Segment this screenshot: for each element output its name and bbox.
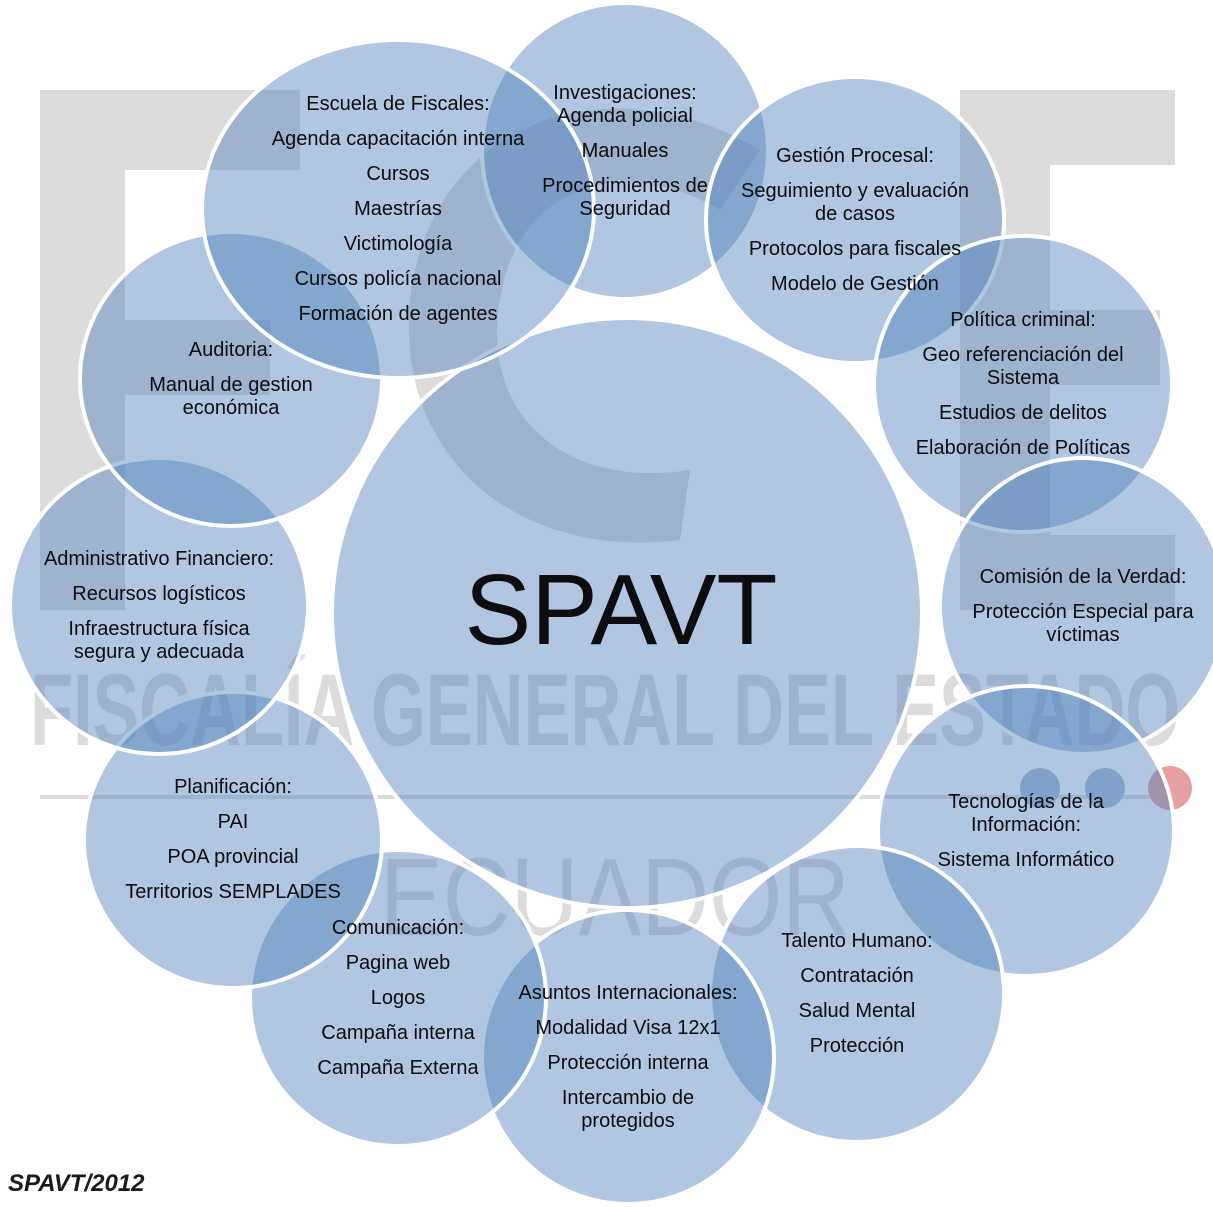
node-item: Agenda capacitación interna bbox=[271, 127, 525, 150]
node-item: Cursos bbox=[366, 162, 430, 185]
node-item: Elaboración de Políticas bbox=[915, 436, 1131, 459]
text-tecnologias: Tecnologías de la Información: Sistema I… bbox=[876, 684, 1176, 978]
node-item: Agenda policial bbox=[557, 104, 693, 127]
node-item: Manual de gestion económica bbox=[149, 373, 313, 419]
text-politica-criminal: Política criminal: Geo referenciación de… bbox=[872, 234, 1174, 534]
footer-label: SPAVT/2012 bbox=[8, 1170, 145, 1197]
node-title: Política criminal: bbox=[950, 308, 1096, 331]
center-node bbox=[330, 316, 924, 910]
node-item: Territorios SEMPLADES bbox=[125, 881, 341, 903]
node-item: Protección bbox=[809, 1035, 905, 1057]
node-title: Auditoria: bbox=[188, 338, 274, 361]
node-escuela-fiscales bbox=[200, 38, 596, 380]
node-item: PAI bbox=[217, 811, 249, 833]
node-item: Victimología bbox=[343, 232, 453, 255]
node-item: POA provincial bbox=[167, 846, 299, 868]
node-item: Logos bbox=[370, 986, 426, 1009]
node-item: Estudios de delitos bbox=[939, 401, 1107, 424]
node-item: Maestrías bbox=[354, 197, 442, 220]
node-item: Protección interna bbox=[547, 1051, 709, 1074]
node-item: Modalidad Visa 12x1 bbox=[535, 1016, 721, 1039]
node-item: Sistema Informático bbox=[937, 848, 1115, 871]
node-title: Asuntos Internacionales: bbox=[518, 981, 738, 1004]
text-escuela-fiscales: Escuela de Fiscales: Agenda capacitación… bbox=[200, 38, 596, 380]
node-item: Geo referenciación del Sistema bbox=[922, 343, 1124, 389]
node-item: Modelo de Gestión bbox=[771, 272, 939, 295]
node-item: Campaña Externa bbox=[317, 1056, 479, 1079]
text-gestion-procesal: Gestión Procesal: Seguimiento y evaluaci… bbox=[704, 75, 1006, 365]
text-administrativo-financiero: Administrativo Financiero: Recursos logí… bbox=[8, 456, 310, 756]
node-title: Comisión de la Verdad: bbox=[979, 565, 1187, 588]
node-item: Manuales bbox=[581, 139, 669, 162]
node-title: Gestión Procesal: bbox=[776, 144, 934, 167]
node-title: Escuela de Fiscales: bbox=[306, 92, 490, 115]
text-asuntos-internacionales: Asuntos Internacionales: Modalidad Visa … bbox=[480, 908, 776, 1206]
node-item: Protección Especial para víctimas bbox=[972, 600, 1194, 646]
node-title: Administrativo Financiero: bbox=[43, 548, 275, 570]
node-item: Cursos policía nacional bbox=[294, 267, 502, 290]
node-title: Investigaciones: bbox=[553, 81, 697, 104]
node-title: Comunicación: bbox=[331, 916, 465, 939]
node-title: Tecnologías de la Información: bbox=[948, 790, 1104, 836]
node-item: Contratación bbox=[800, 965, 914, 987]
node-item: Campaña interna bbox=[321, 1021, 475, 1044]
node-item: Infraestructura física segura y adecuada bbox=[68, 618, 250, 663]
node-title: Planificación: bbox=[174, 776, 292, 798]
node-item: Procedimientos de Seguridad bbox=[542, 174, 708, 220]
node-planificacion bbox=[82, 690, 384, 990]
node-item: Seguimiento y evaluación de casos bbox=[741, 179, 969, 225]
node-item: Protocolos para fiscales bbox=[748, 237, 962, 260]
node-item: Formación de agentes bbox=[298, 302, 498, 325]
node-item: Pagina web bbox=[345, 951, 451, 974]
node-title: Talento Humano: bbox=[781, 930, 933, 952]
text-comision-verdad: Comisión de la Verdad: Protección Especi… bbox=[938, 456, 1213, 756]
node-item: Recursos logísticos bbox=[72, 583, 246, 605]
text-auditoria: Auditoria: Manual de gestion económica bbox=[78, 230, 384, 528]
node-item: Salud Mental bbox=[798, 1000, 916, 1022]
node-item: Intercambio de protegidos bbox=[561, 1086, 695, 1132]
